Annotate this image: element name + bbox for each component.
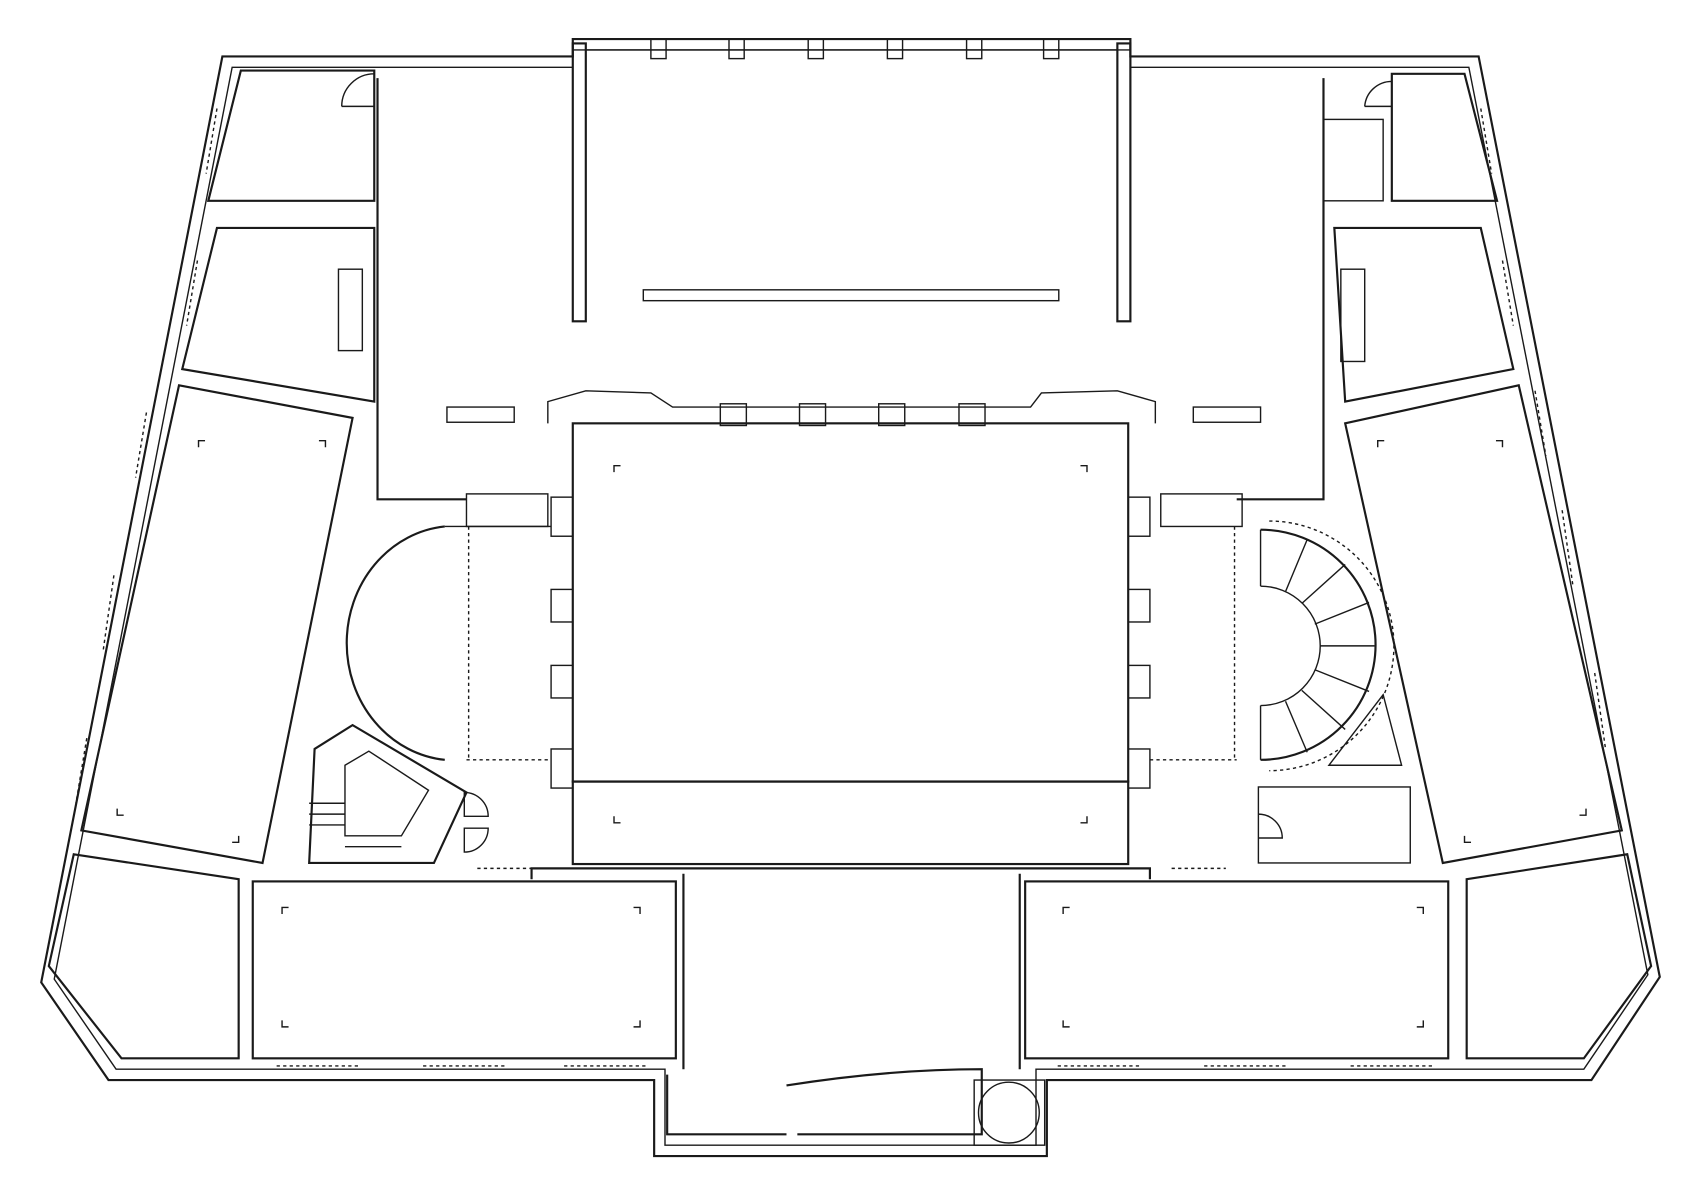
auditorium xyxy=(466,390,1237,866)
auditorium-columns xyxy=(550,496,1151,789)
rooms-right xyxy=(1024,72,1653,1060)
spiral-stair-right xyxy=(1160,493,1403,772)
outer-wall xyxy=(40,37,1661,1158)
stage-area xyxy=(571,38,1132,323)
spiral-stair-entrance xyxy=(977,1081,1040,1144)
stage-pillars xyxy=(650,38,1060,60)
doors xyxy=(341,73,1392,853)
apse-left xyxy=(345,525,445,761)
window-markers xyxy=(75,108,1607,1067)
corner-marks xyxy=(116,439,1587,1028)
entrance-lobby xyxy=(530,867,1151,1146)
stair-left xyxy=(308,723,468,865)
rooms-left xyxy=(47,69,677,1060)
backstage-hall xyxy=(337,78,1366,501)
